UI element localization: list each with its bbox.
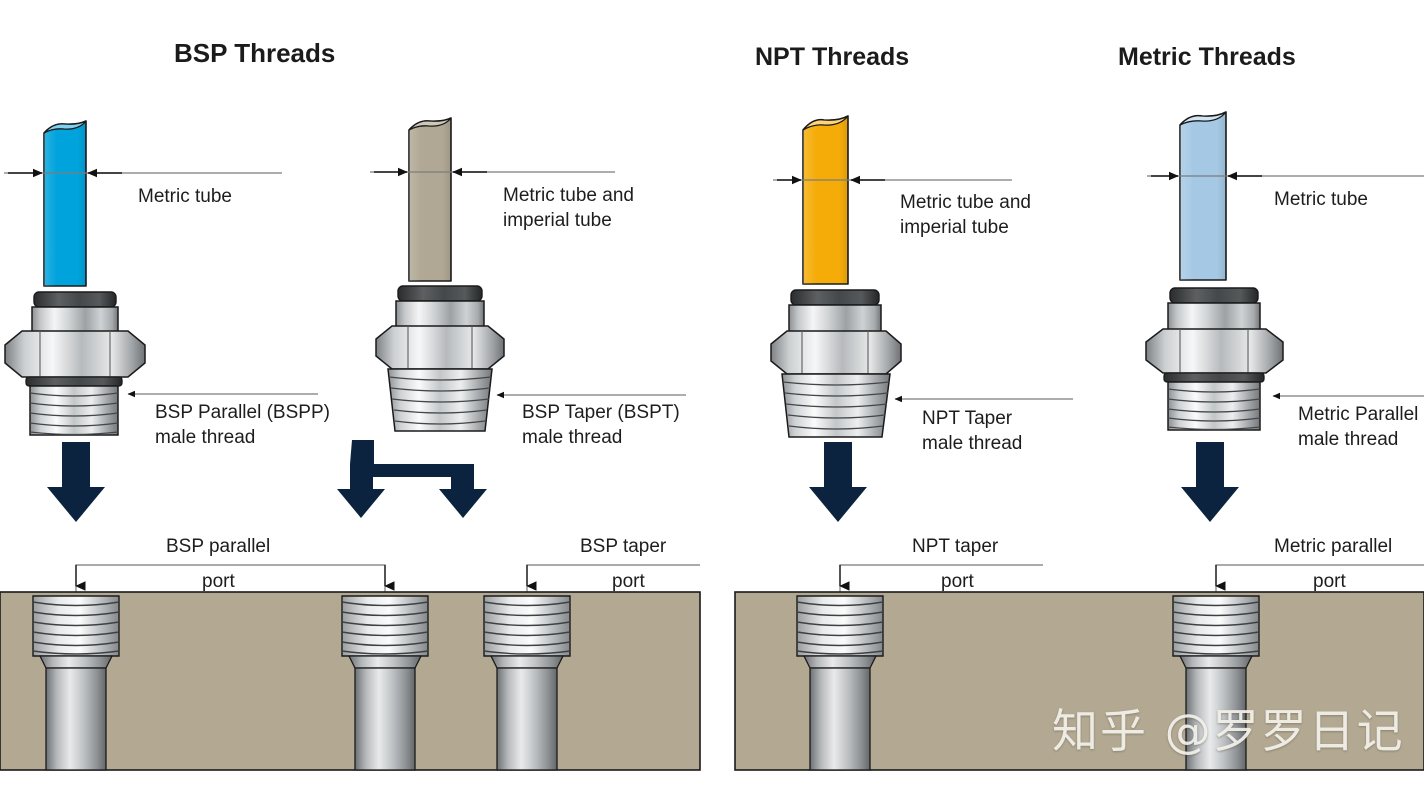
tube-npt [802,115,849,285]
bracket-npt-taper [839,564,1043,593]
flow-arrow-bspp [47,442,105,522]
collet-ring-npt [790,289,880,306]
male-thread-bspt [387,368,493,432]
section-title-bsp: BSP Threads [174,38,336,68]
section-title-metric: Metric Threads [1118,43,1296,71]
label-tube-bspt: Metric tube and imperial tube [503,185,634,231]
fitting-npt [770,115,1073,438]
flow-arrow-npt [809,442,867,522]
fitting-metric [1145,111,1424,431]
label-thread-bspp: BSP Parallel (BSPP) male thread [155,402,330,448]
male-thread-bspp [29,385,119,436]
label-port-bsp-taper-suffix: port [612,571,645,592]
hex-nut-metric [1145,328,1284,374]
label-tube-npt: Metric tube and imperial tube [900,192,1031,238]
flow-arrow-metric [1181,442,1239,522]
label-tube-bspp: Metric tube [138,186,232,207]
label-thread-bspt: BSP Taper (BSPT) male thread [522,402,680,448]
label-port-bsp-taper: BSP taper [580,536,667,557]
male-thread-metric [1167,381,1261,431]
fitting-bspp [4,120,318,436]
tube-metric [1179,111,1227,281]
port-bsp-parallel-1 [32,595,120,771]
watermark: 知乎 @罗罗日记 [1052,704,1405,758]
tube-bspt [408,117,452,282]
flow-arrow-bspt-split [337,440,487,518]
bracket-metric-parallel [1215,564,1424,593]
port-npt-taper [796,595,884,771]
collet-ring-bspp [33,291,117,308]
label-port-bsp-parallel-suffix: port [202,571,235,592]
label-port-npt-taper: NPT taper [912,536,999,557]
label-port-bsp-parallel: BSP parallel [166,536,271,557]
label-port-metric-parallel: Metric parallel [1274,536,1393,557]
hex-nut-bspt [375,325,505,370]
port-metric-parallel [1172,595,1260,771]
tube-bspp [43,120,87,287]
male-thread-npt [781,373,891,438]
label-port-npt-taper-suffix: port [941,571,974,592]
bracket-bsp-taper [526,564,700,593]
collet-ring-bspt [397,285,483,302]
label-tube-metric: Metric tube [1274,189,1368,210]
hex-nut-npt [770,330,902,375]
port-bsp-taper [483,595,571,771]
section-title-npt: NPT Threads [755,43,910,71]
fitting-bspt [370,117,686,432]
label-thread-metric: Metric Parallel male thread [1298,404,1419,450]
collet-ring-metric [1169,287,1259,304]
hex-nut-bspp [4,330,146,378]
bracket-bsp-parallel [75,564,395,593]
label-port-metric-parallel-suffix: port [1313,571,1346,592]
label-thread-npt: NPT Taper male thread [922,408,1023,454]
port-bsp-parallel-2 [341,595,429,771]
